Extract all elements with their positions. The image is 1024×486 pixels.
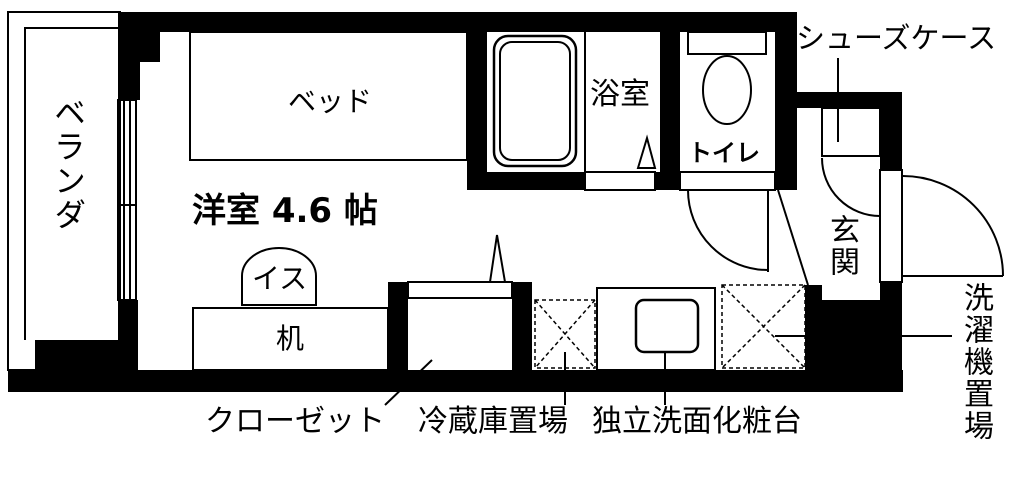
closet-right-wall [512,282,532,372]
window [117,99,137,301]
toilet-tank [687,31,767,55]
entrance [821,58,1004,283]
bathroom-label: 浴室 [590,77,650,112]
closet-rail [407,281,513,299]
vanity-label: 独立洗面化粧台 [592,404,802,439]
fridge-space [534,299,596,405]
washer-side-wall [805,285,822,392]
bathtub-outer [492,34,578,168]
bottom-wall [8,370,903,392]
bed-label: ベッド [288,85,373,118]
fridge-space-label: 冷蔵庫置場 [418,404,568,439]
shoe-case [821,107,881,157]
upper-left-wall [118,12,160,100]
bath-door-symbol [636,134,657,169]
closet-label: クローゼット [205,404,385,439]
bathroom [492,32,657,191]
shoe-case-top-wall [797,92,902,108]
bath-bottom-wall [467,172,585,190]
vanity-basin [634,298,700,354]
toilet-door-swing [687,189,769,271]
entrance-upper-wall [880,92,902,170]
shoe-case-door-swing [821,157,881,217]
entrance-lower-wall [880,282,902,302]
fridge-space-cross [534,299,596,369]
desk-label: 机 [276,322,305,355]
chair-outline [241,247,317,306]
washer-space-cross [721,284,806,369]
bathtub-inner [499,41,571,161]
veranda-inner-line [24,27,120,340]
washer-space-outline [721,284,806,369]
walls [8,12,903,392]
toilet-bowl [702,55,752,125]
veranda-floor-block [35,340,120,372]
bath-door-threshold [584,171,656,191]
bath-toilet-wall [660,12,680,190]
toilet-right-wall [775,12,797,190]
closet-leader [384,359,433,406]
closet-left-wall [388,282,408,372]
entrance-door-swing [902,175,1004,277]
toilet-door-threshold [679,171,776,191]
vanity-outline [596,287,716,371]
hall-diagonal-line [777,189,809,286]
entrance-door-jamb [879,169,903,283]
veranda-label: ベランダ [49,96,87,232]
chair-label: イス [252,262,308,295]
window-frame [117,99,137,301]
shoe-case-label: シューズケース [796,21,997,55]
top-wall [120,12,797,32]
closet [384,234,513,406]
toilet-label: トイレ [688,139,760,167]
entrance-label: 玄関 [824,214,859,278]
lower-left-wall [118,300,138,372]
desk-outline [192,307,389,371]
toilet-room [679,31,809,286]
washer-space-label: 洗濯機置場 [958,282,993,442]
vanity-unit [596,287,716,405]
closet-door-symbol [488,234,507,283]
bed-outline [189,31,468,161]
washer-space [721,284,952,369]
lower-right-wall [822,300,902,392]
western-room-label: 洋室 4.6 帖 [192,191,378,231]
bath-left-wall [467,32,487,190]
